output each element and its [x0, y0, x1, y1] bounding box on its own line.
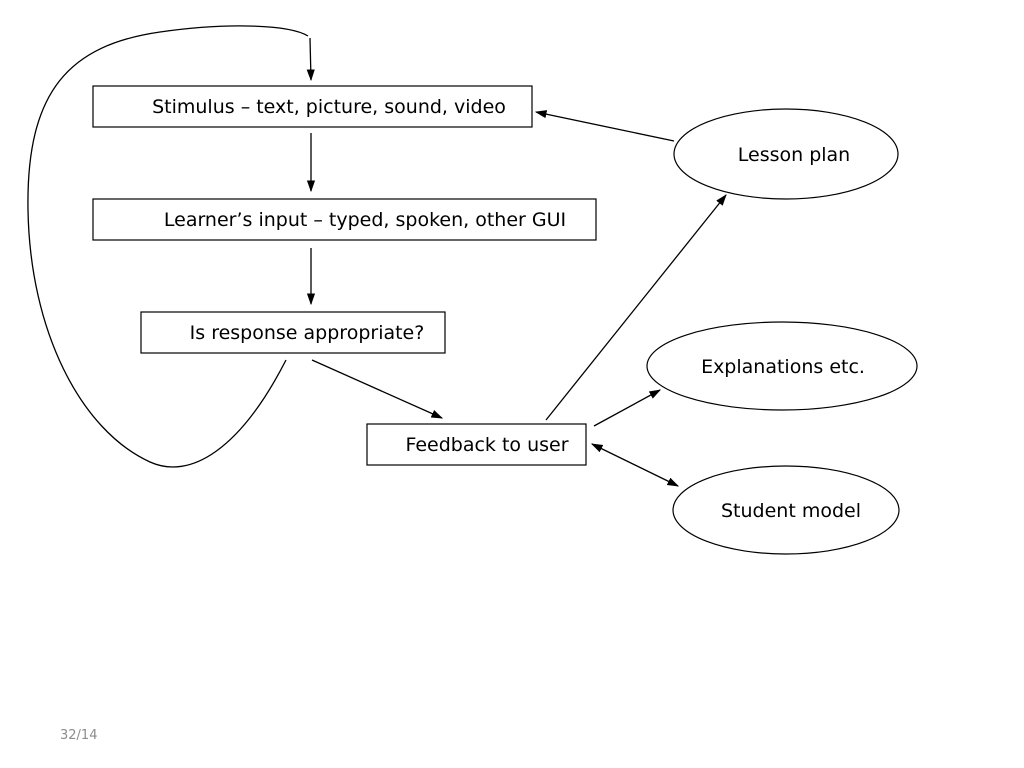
- node-explanations-label: Explanations etc.: [701, 356, 865, 378]
- node-explanations: Explanations etc.: [646, 321, 918, 411]
- node-stimulus: Stimulus – text, picture, sound, video: [92, 85, 533, 128]
- edge-loop-back-to-stimulus: [27, 25, 309, 468]
- node-feedback-label: Feedback to user: [405, 434, 568, 456]
- arrow-lesson-plan-to-stimulus: [534, 110, 675, 142]
- arrow-feedback-to-explanations: [593, 389, 662, 427]
- node-learner-input-label: Learner’s input – typed, spoken, other G…: [164, 209, 566, 231]
- node-lesson-plan: Lesson plan: [673, 108, 899, 200]
- node-stimulus-label: Stimulus – text, picture, sound, video: [152, 96, 506, 118]
- arrow-feedback-student-model-bidirectional: [590, 443, 680, 487]
- node-student-model: Student model: [672, 465, 900, 555]
- node-is-response: Is response appropriate?: [140, 311, 446, 354]
- page-number: 32/14: [60, 728, 97, 743]
- node-lesson-plan-label: Lesson plan: [738, 144, 850, 166]
- node-is-response-label: Is response appropriate?: [190, 322, 425, 344]
- node-learner-input: Learner’s input – typed, spoken, other G…: [92, 198, 597, 241]
- arrow-is-response-to-feedback: [311, 359, 444, 419]
- node-student-model-label: Student model: [721, 500, 861, 522]
- arrow-into-stimulus: [306, 37, 315, 82]
- node-feedback: Feedback to user: [366, 423, 587, 466]
- arrow-feedback-to-lesson-plan: [545, 194, 727, 421]
